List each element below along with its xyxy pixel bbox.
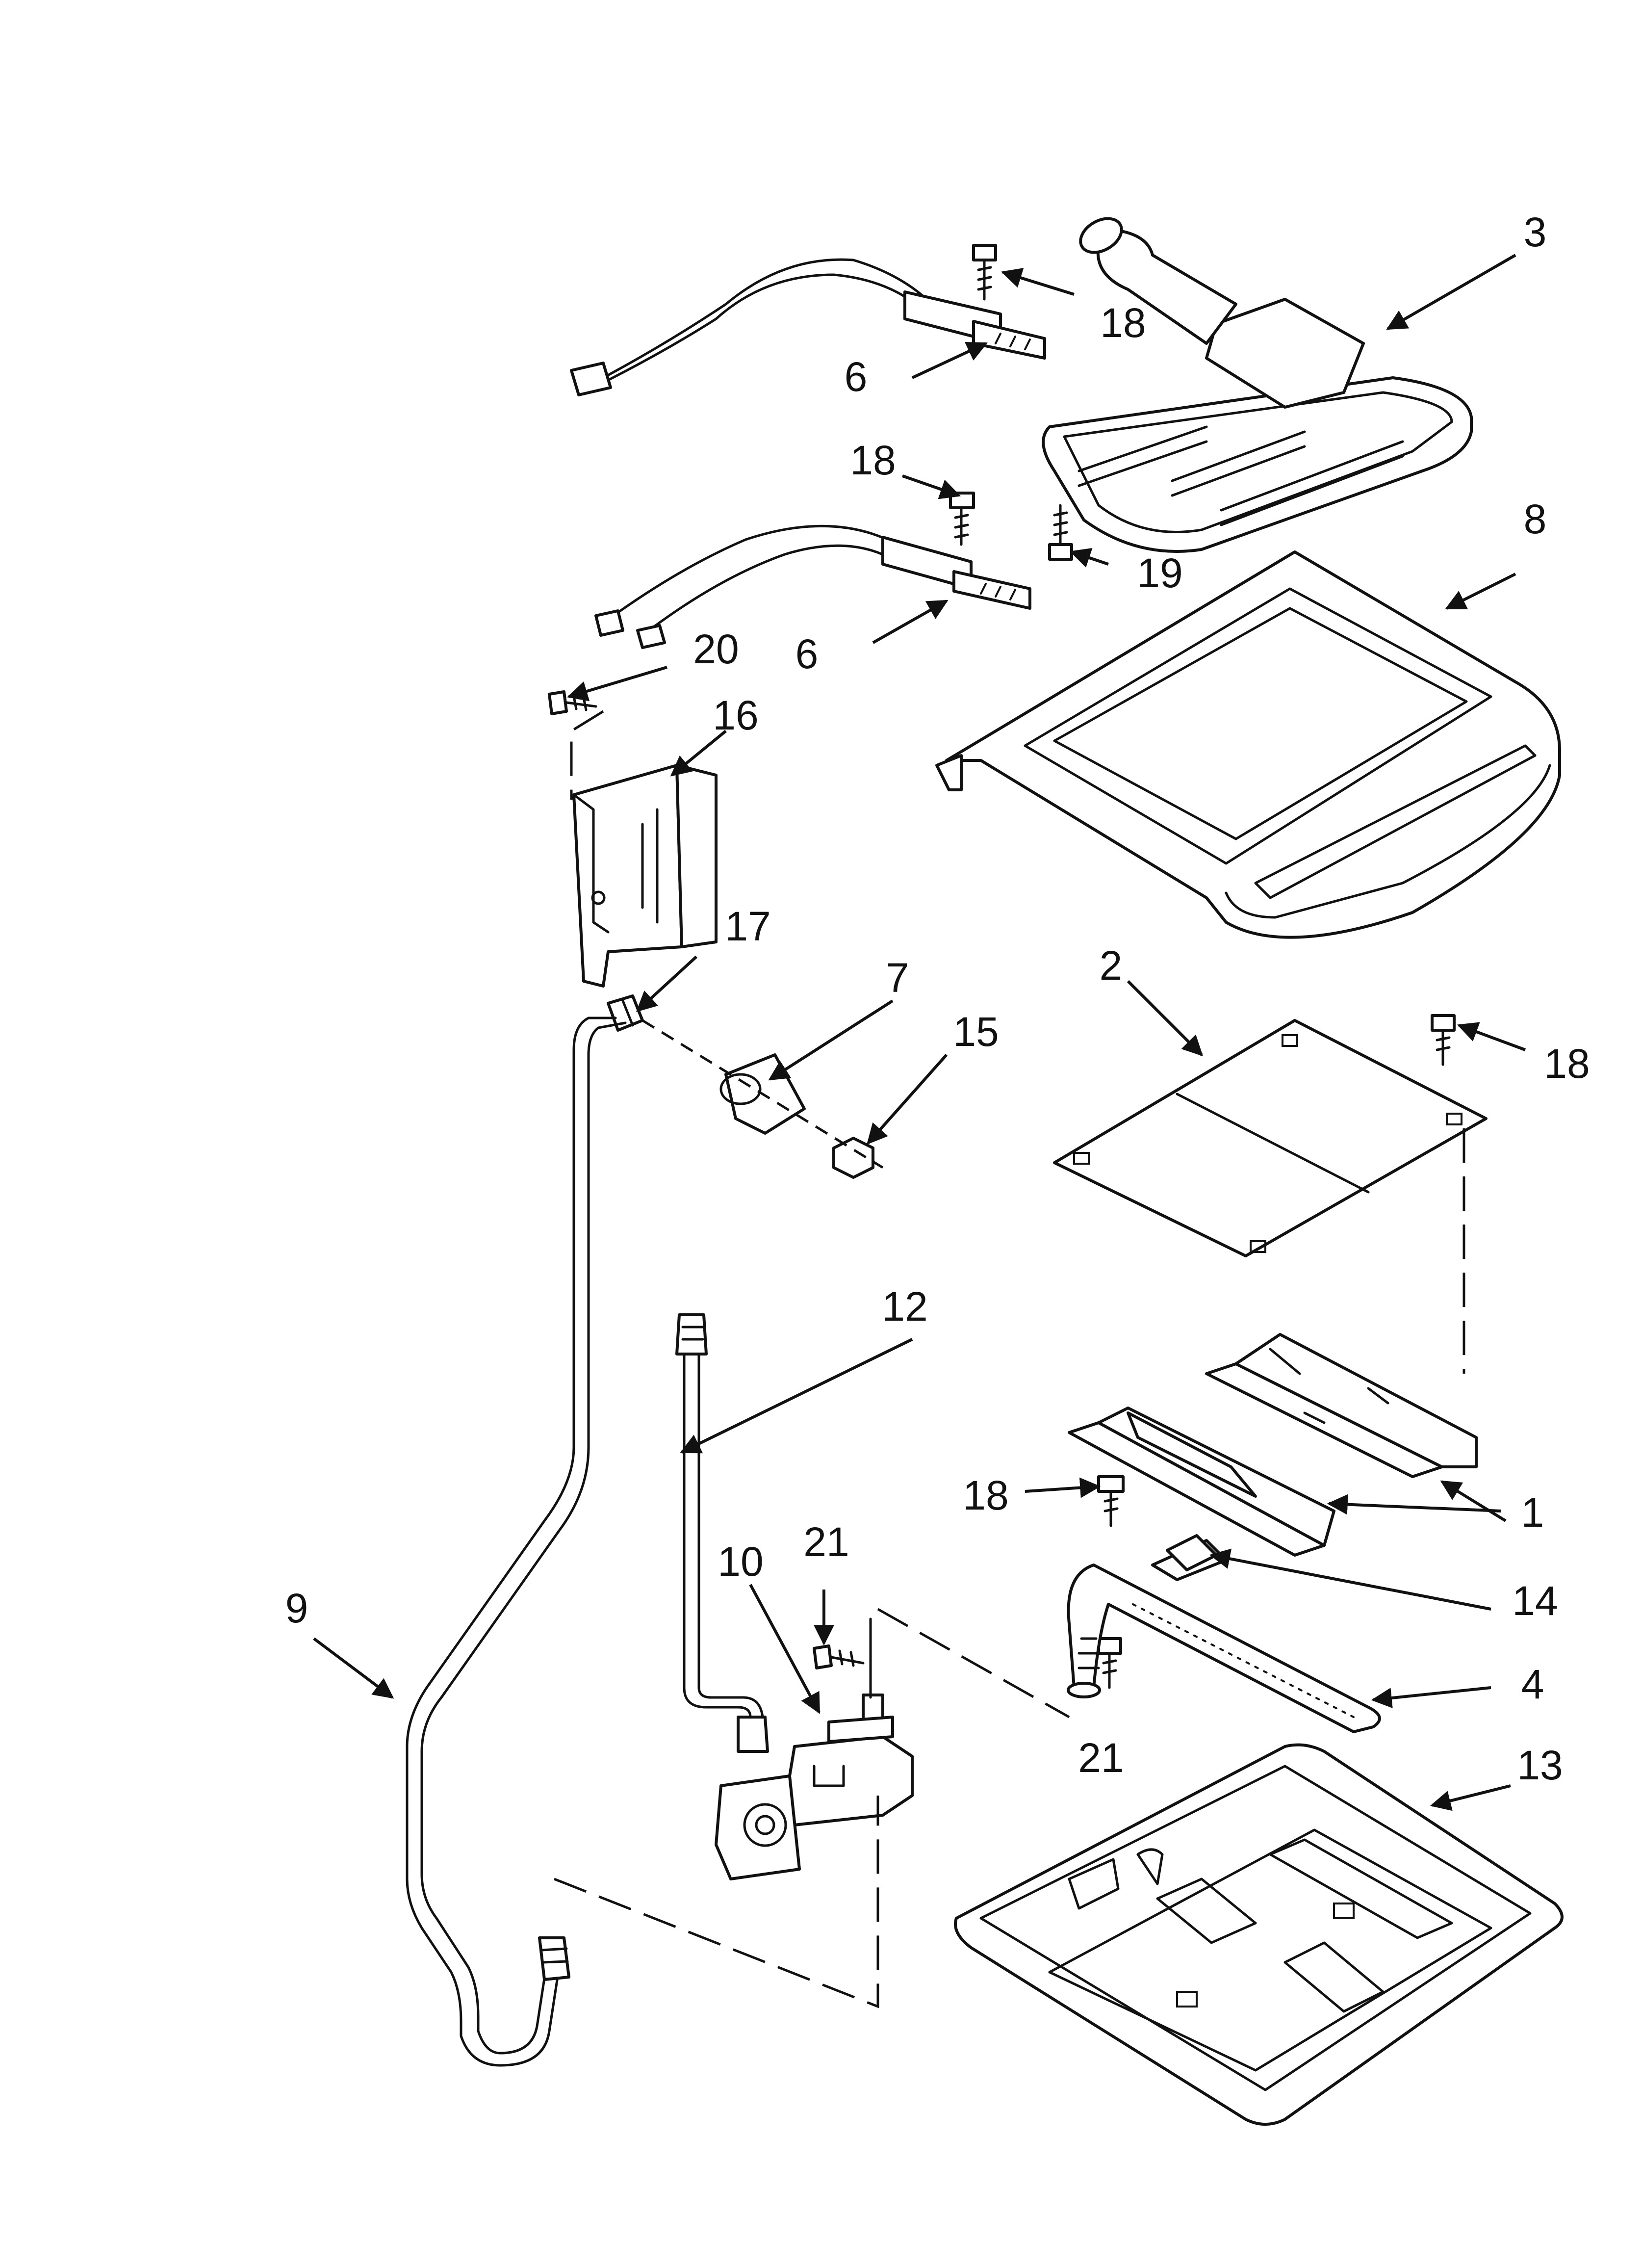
screw-18-bracket (1097, 1475, 1125, 1527)
screw-18-right (1431, 1014, 1456, 1066)
callout-4: 4 (1521, 1661, 1544, 1707)
screw-21-left (813, 1644, 865, 1669)
screw-20 (548, 690, 597, 715)
dash-line-valve-burner (877, 1608, 1070, 1719)
screw-18-middle (949, 492, 975, 546)
callout-6-a: 6 (845, 354, 868, 400)
part-6-upper-igniter (570, 258, 1046, 396)
callout-21-b: 21 (1078, 1735, 1124, 1781)
part-6-lower-igniter (594, 524, 1031, 649)
callout-18-a: 18 (1100, 300, 1146, 346)
callout-3: 3 (1524, 209, 1547, 255)
callout-17: 17 (725, 903, 770, 949)
part-1-bracket-upper (1205, 1333, 1478, 1478)
part-1-bracket-lower (1068, 1407, 1335, 1581)
callout-18-b: 18 (850, 437, 896, 483)
callout-19: 19 (1137, 550, 1182, 596)
callout-14: 14 (1512, 1578, 1558, 1624)
dash-line-17-15 (641, 1019, 884, 1169)
part-10-valve (715, 1617, 914, 1880)
callout-10: 10 (718, 1538, 763, 1585)
callout-21-a: 21 (803, 1519, 849, 1565)
part-13-drip-pan (954, 1743, 1564, 2126)
callout-6-b: 6 (795, 631, 819, 677)
leader-lines (313, 254, 1526, 1811)
part-12-tube (675, 1313, 764, 1719)
part-8-top-panel (935, 550, 1561, 939)
callout-20: 20 (693, 626, 739, 672)
callout-labels: 3 18 6 18 19 8 6 20 16 17 7 15 2 18 12 1… (285, 209, 1590, 1788)
callout-12: 12 (882, 1283, 927, 1330)
dash-line-valve-tube (554, 1796, 879, 2008)
part-3-top-plate (1042, 217, 1473, 553)
callout-8: 8 (1524, 496, 1547, 542)
callout-9: 9 (285, 1585, 308, 1631)
part-17-fitting (607, 994, 644, 1032)
callout-1: 1 (1521, 1489, 1544, 1536)
screw-18-top (972, 244, 997, 301)
screw-19 (1048, 504, 1073, 561)
callout-13: 13 (1517, 1742, 1563, 1788)
part-15-nut (832, 1137, 874, 1179)
part-4-burner-tube (1067, 1564, 1381, 1733)
part-16-bracket (572, 764, 718, 988)
callout-2: 2 (1100, 942, 1123, 989)
part-2-heat-shield (1053, 1019, 1488, 1257)
callout-18-d: 18 (963, 1472, 1008, 1518)
callout-15: 15 (953, 1009, 999, 1055)
part-9-gas-tube (406, 1017, 627, 2067)
callout-18-c: 18 (1544, 1041, 1590, 1087)
screw-21-right (1097, 1637, 1122, 1689)
dash-line-20-16 (570, 710, 604, 800)
callout-16: 16 (713, 692, 758, 738)
callout-7: 7 (886, 955, 909, 1001)
